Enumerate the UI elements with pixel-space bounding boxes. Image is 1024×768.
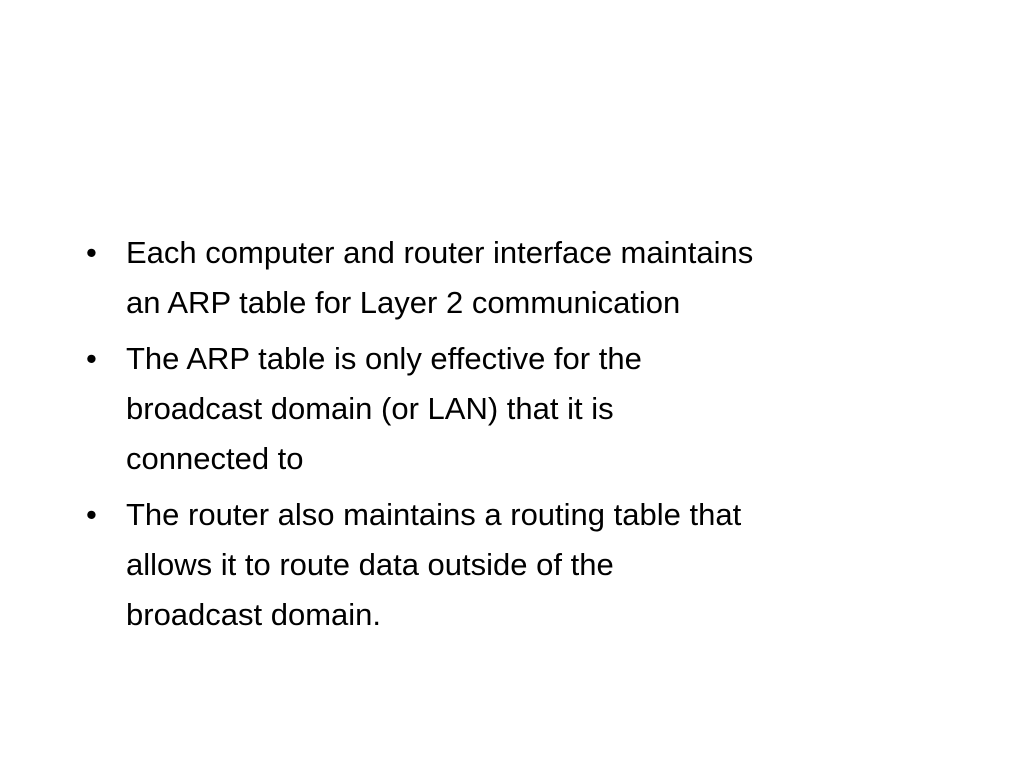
bullet-item: • The ARP table is only effective for th… (86, 334, 946, 484)
bullet-text-line: The router also maintains a routing tabl… (126, 497, 742, 532)
bullet-text-line: The ARP table is only effective for the (126, 341, 642, 376)
bullet-text-line: connected to (126, 441, 304, 476)
bullet-marker: • (86, 497, 97, 532)
bullet-item: • The router also maintains a routing ta… (86, 490, 946, 640)
bullet-list: • Each computer and router interface mai… (86, 228, 946, 646)
bullet-text-line: an ARP table for Layer 2 communication (126, 285, 681, 320)
bullet-text-line: allows it to route data outside of the (126, 547, 614, 582)
bullet-item: • Each computer and router interface mai… (86, 228, 946, 328)
bullet-marker: • (86, 341, 97, 376)
bullet-text-line: broadcast domain (or LAN) that it is (126, 391, 614, 426)
bullet-marker: • (86, 235, 97, 270)
bullet-text-line: Each computer and router interface maint… (126, 235, 754, 270)
bullet-text-line: broadcast domain. (126, 597, 382, 632)
